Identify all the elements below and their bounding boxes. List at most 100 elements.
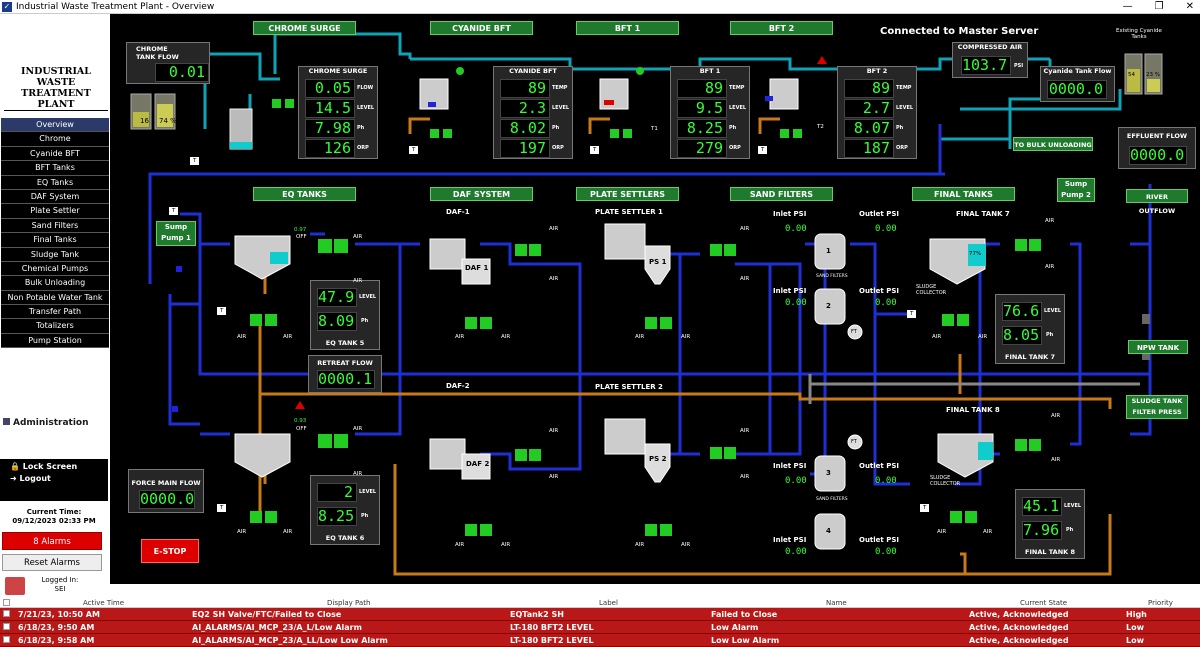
bft2-orp: 187: [844, 139, 894, 158]
select-all-checkbox[interactable]: [3, 599, 10, 606]
temp-tag-eq6[interactable]: T: [217, 504, 227, 512]
alarm-name: Failed to Close: [711, 610, 778, 619]
col-current-state[interactable]: Current State: [1020, 599, 1068, 607]
sump-pump-1[interactable]: Sump Pump 1: [156, 221, 196, 246]
nav-item-chrome[interactable]: Chrome: [1, 132, 109, 147]
temp-tag-eq5[interactable]: T: [217, 307, 227, 315]
daf2-shape: [429, 438, 466, 470]
plant-logo: INDUSTRIAL WASTE TREATMENT PLANT: [4, 66, 108, 111]
header-bft1[interactable]: BFT 1: [576, 21, 679, 35]
header-daf-system[interactable]: DAF SYSTEM: [430, 187, 533, 201]
nav-item-transfer-path[interactable]: Transfer Path: [1, 305, 109, 320]
sump-pump-2[interactable]: Sump Pump 2: [1057, 178, 1095, 202]
close-button[interactable]: ✕: [1185, 1, 1194, 12]
bft2-alarm-bell-icon: [817, 56, 827, 64]
chrome-surge-flow-label: FLOW: [357, 85, 374, 91]
logout-label: Logout: [19, 474, 51, 483]
pipe-orange-3: [393, 464, 1112, 576]
reset-alarms-button[interactable]: Reset Alarms: [2, 554, 102, 571]
bft1-tag: T1: [651, 126, 658, 132]
nav-item-cyanide-bft[interactable]: Cyanide BFT: [1, 146, 109, 162]
sand-inlet-1: 0.00: [785, 224, 807, 234]
cyanide-tank-flow-panel: Cyanide Tank Flow 0000.0: [1040, 66, 1115, 102]
nav-item-sludge-tank[interactable]: Sludge Tank: [1, 247, 109, 262]
header-cyanide-bft[interactable]: CYANIDE BFT: [430, 21, 533, 35]
chrome-surge-level: 14.5: [305, 99, 355, 118]
ps2-shape: [604, 418, 646, 455]
logout-button[interactable]: ➜ Logout: [10, 474, 51, 483]
sand-outlet-label-3: Outlet PSI: [859, 462, 899, 470]
alarm-time: 6/18/23, 9:58 AM: [18, 636, 95, 645]
npw-tank[interactable]: NPW TANK: [1128, 340, 1188, 354]
sludge-tank-filter-press[interactable]: SLUDGE TANK FILTER PRESS: [1126, 395, 1188, 419]
header-chrome-surge[interactable]: CHROME SURGE: [253, 21, 356, 35]
pipe-orange-7: [588, 117, 610, 134]
temp-tag-sump[interactable]: T: [169, 207, 179, 215]
e-stop-button[interactable]: E-STOP: [141, 539, 199, 563]
nav-item-final-tanks[interactable]: Final Tanks: [1, 233, 109, 248]
header-eq-tanks[interactable]: EQ TANKS: [253, 187, 356, 201]
temp-tag-bft1[interactable]: T: [590, 146, 600, 154]
temp-tag-cyanide[interactable]: T: [409, 146, 419, 154]
ps1-shape: [604, 223, 646, 260]
header-final-tanks[interactable]: FINAL TANKS: [912, 187, 1015, 201]
pipe-blue-30: [1140, 214, 1152, 346]
alarms-button[interactable]: 8 Alarms: [2, 532, 102, 550]
npw-valve-b: [1142, 350, 1150, 360]
river-outflow[interactable]: RIVER OUTFLOW: [1126, 189, 1188, 215]
nav-item-daf-system[interactable]: DAF System: [1, 189, 109, 205]
lock-screen-button[interactable]: 🔒 Lock Screen: [10, 462, 78, 471]
nav-item-pump-station[interactable]: Pump Station: [1, 333, 109, 349]
nav-item-eq-tanks[interactable]: EQ Tanks: [1, 175, 109, 190]
alarm-row-checkbox[interactable]: [3, 610, 10, 617]
col-priority[interactable]: Priority: [1148, 599, 1173, 607]
minimize-button[interactable]: —: [1122, 1, 1133, 12]
col-label[interactable]: Label: [599, 599, 618, 607]
alarm-row-checkbox[interactable]: [3, 636, 10, 643]
chrome-tank-flow-title: CHROME TANK FLOW: [136, 45, 179, 61]
maximize-button[interactable]: ❐: [1154, 1, 1164, 12]
nav-item-plate-settler[interactable]: Plate Settler: [1, 204, 109, 219]
eq6-blue-indicator: [172, 406, 178, 412]
alarm-state: Active, Acknowledged: [969, 610, 1069, 619]
nav-item-chemical-pumps[interactable]: Chemical Pumps: [1, 261, 109, 277]
nav-item-bulk-unloading[interactable]: Bulk Unloading: [1, 276, 109, 291]
cyanide-bft-title: CYANIDE BFT: [509, 67, 557, 75]
bft1-ph-label: Ph: [729, 125, 737, 131]
header-plate-settlers[interactable]: PLATE SETTLERS: [576, 187, 679, 201]
alarm-path: AI_ALARMS/AI_MCP_23/A_L/Low Alarm: [192, 623, 362, 632]
nav-item-sand-filters[interactable]: Sand Filters: [1, 218, 109, 234]
bft2-ph-label: Ph: [896, 125, 904, 131]
eq-tank5-valve-pct: 0.97: [294, 227, 307, 233]
administration-link[interactable]: Administration: [3, 418, 89, 428]
col-display-path[interactable]: Display Path: [327, 599, 371, 607]
temp-tag-ft8[interactable]: T: [920, 504, 930, 512]
temp-tag-ft7[interactable]: T: [907, 310, 917, 318]
chrome-temp-tag[interactable]: T: [190, 157, 200, 165]
bft1-mixer-indicator: [636, 67, 644, 75]
to-bulk-unloading[interactable]: TO BULK UNLOADING: [1013, 137, 1093, 151]
eq-tank6-level-label: LEVEL: [359, 489, 377, 495]
bft2-title: BFT 2: [866, 67, 888, 75]
pump-eq5-sludge-a: [250, 314, 262, 326]
equipment-shapes: [130, 53, 1163, 550]
effluent-flow-value: 0000.0: [1129, 146, 1187, 165]
pump-eq6-sludge-a: [250, 511, 262, 523]
final-tank8-title: FINAL TANK 8: [1025, 548, 1075, 556]
nav-item-overview[interactable]: Overview: [1, 118, 109, 133]
alarm-table-header: Active Time Display Path Label Name Curr…: [0, 598, 1200, 608]
col-name[interactable]: Name: [826, 599, 847, 607]
nav-item-bft-tanks[interactable]: BFT Tanks: [1, 161, 109, 176]
header-sand-filters[interactable]: SAND FILTERS: [730, 187, 833, 201]
air-label-ft8-b: AIR: [1051, 457, 1061, 463]
pipe-cyan-4: [410, 57, 1050, 71]
alarm-row-checkbox[interactable]: [3, 623, 10, 630]
nav-item-non-potable-water-tank[interactable]: Non Potable Water Tank: [1, 290, 109, 306]
header-bft2[interactable]: BFT 2: [730, 21, 833, 35]
col-active-time[interactable]: Active Time: [83, 599, 125, 607]
temp-tag-bft2[interactable]: T: [758, 146, 768, 154]
nav-item-totalizers[interactable]: Totalizers: [1, 319, 109, 334]
